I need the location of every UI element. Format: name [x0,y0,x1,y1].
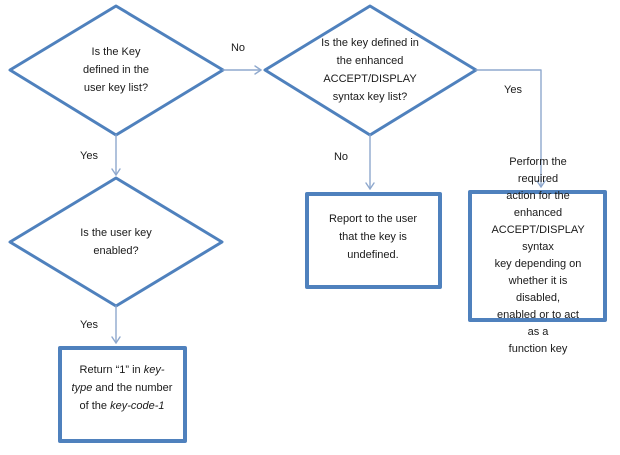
decision-user-key-defined-text: Is the Key defined in the user key list? [82,46,150,94]
decision-enhanced-key-defined-text: Is the key defined in the enhanced ACCEP… [321,37,419,103]
arrowhead-yes-to-enabled [111,168,121,176]
arrowhead-yes-to-perform [536,180,546,188]
edge-label-yes-bottom: Yes [80,319,98,331]
process-return-key-type-shape [58,346,187,443]
process-report-undefined-text: Report to the user that the key is undef… [328,213,418,261]
connector-yes-to-perform [475,69,542,188]
edge-label-no-top: No [230,42,246,54]
decision-user-key-enabled-text: Is the user key enabled? [80,227,152,257]
edge-label-yes-left: Yes [80,150,98,162]
process-perform-action-shape [468,190,607,322]
process-perform-action-text: Perform the required action for the enha… [491,156,585,355]
arrowhead-yes-to-return [111,336,121,344]
arrowhead-no-to-enhanced [254,65,262,75]
arrowhead-no-to-report [365,182,375,190]
edge-label-no-mid: No [333,151,349,163]
process-report-undefined-shape [305,192,442,289]
edge-label-yes-right: Yes [504,84,522,96]
